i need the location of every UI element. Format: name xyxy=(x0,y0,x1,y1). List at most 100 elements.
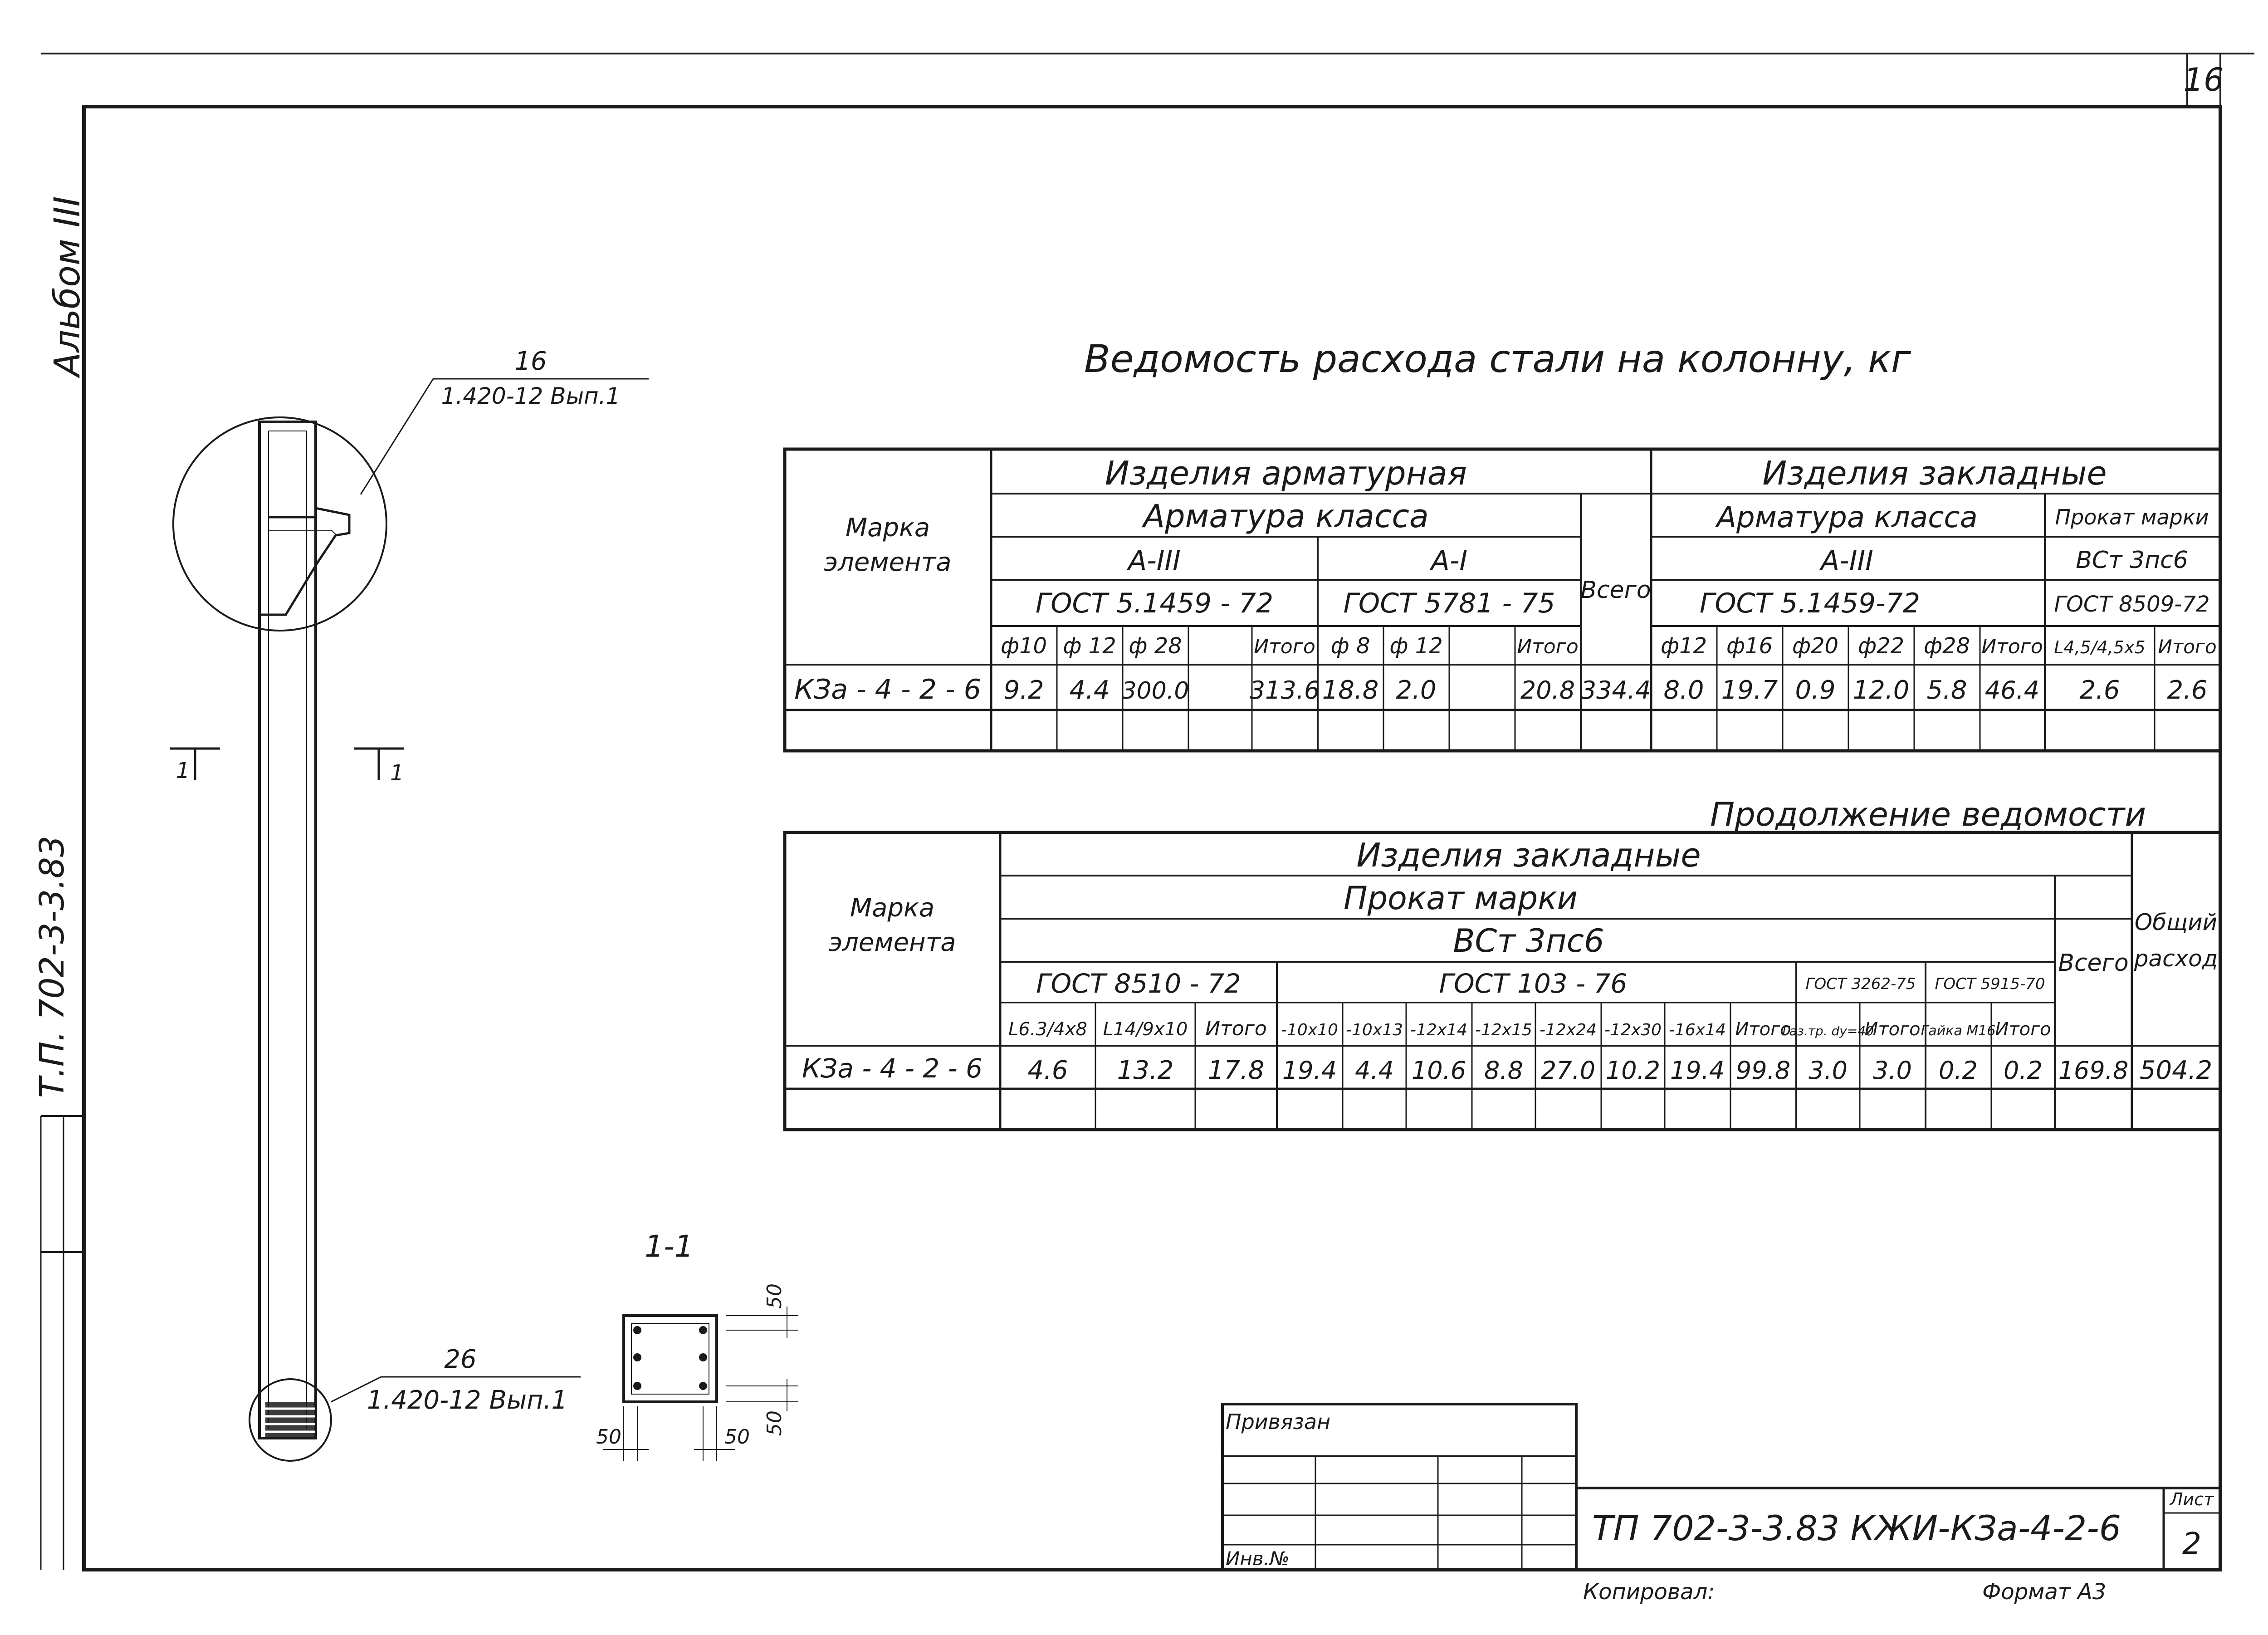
t2-h-itogo-103: Итого xyxy=(1735,1019,1791,1040)
callout-top-reference: 1.420-12 Вып.1 xyxy=(441,383,621,409)
t1-class-a3b: А-III xyxy=(1819,545,1873,577)
t2-h-12x24: -12x24 xyxy=(1540,1021,1597,1039)
t2-v-total: 169.8 xyxy=(2058,1056,2129,1085)
t1-v-itogo-a3: 313.6 xyxy=(1250,676,1320,705)
t1-h-phi28: ф 28 xyxy=(1129,633,1182,659)
t2-mark-header-2: элемента xyxy=(828,928,956,957)
t2-v-12x24: 27.0 xyxy=(1541,1056,1595,1085)
t1-v-total: 334.4 xyxy=(1581,676,1651,705)
t1-v-phi8: 18.8 xyxy=(1322,676,1379,705)
t2-h-12x15: -12x15 xyxy=(1475,1021,1532,1039)
t1-v-itogo-a3b: 46.4 xyxy=(1985,676,2039,705)
t2-general-2: расход xyxy=(2134,945,2218,972)
t1-h-phi28b: ф28 xyxy=(1924,633,1970,659)
continuation-title: Продолжение ведомости xyxy=(1710,795,2146,833)
stamp-bound-label: Привязан xyxy=(1226,1410,1330,1434)
t2-v-angle-63: 4.6 xyxy=(1027,1056,1068,1085)
t2-v-12x14: 10.6 xyxy=(1412,1056,1466,1085)
t1-h-itogo-a1: Итого xyxy=(1517,635,1579,658)
t2-v-10x13: 4.4 xyxy=(1355,1056,1394,1085)
t2-v-pipe: 3.0 xyxy=(1809,1056,1848,1085)
t1-group-armature-sub: Арматура класса xyxy=(1141,498,1429,535)
title-block xyxy=(1221,1403,2220,1571)
t1-v-angle: 2.6 xyxy=(2079,676,2120,705)
t1-h-phi12c: ф12 xyxy=(1661,633,1707,659)
left-margin-strip xyxy=(40,1115,84,1570)
t1-v-phi28b: 5.8 xyxy=(1926,676,1967,705)
stamp-copied-label: Копировал: xyxy=(1583,1579,1715,1605)
t1-class-a1: А-I xyxy=(1429,545,1467,577)
t1-gost-a3b: ГОСТ 5.1459-72 xyxy=(1700,587,1920,619)
t2-v-itogo-8510: 17.8 xyxy=(1208,1056,1265,1085)
section-mark-left: 1 xyxy=(176,758,190,783)
section-mark-right: 1 xyxy=(390,760,404,786)
t1-h-phi20: ф20 xyxy=(1792,633,1838,659)
album-label: Альбом III xyxy=(47,196,88,379)
t2-h-nut: Гайка М16 xyxy=(1921,1023,1996,1039)
dim-50-right: 50 xyxy=(724,1425,750,1449)
t1-prokat-marki: Прокат марки xyxy=(2055,505,2209,529)
t2-h-12x30: -12x30 xyxy=(1604,1021,1662,1039)
stamp-sheet-value: 2 xyxy=(2182,1526,2201,1561)
t2-total-header: Всего xyxy=(2058,950,2128,977)
t2-row-mark: КЗа - 4 - 2 - 6 xyxy=(802,1053,982,1084)
t1-group-armature: Изделия арматурная xyxy=(1105,454,1467,492)
t1-steel: ВСт 3пс6 xyxy=(2076,547,2188,574)
t1-v-phi12c: 8.0 xyxy=(1663,676,1704,705)
stamp-format-label: Формат А3 xyxy=(1982,1579,2106,1605)
t1-mark-header-1: Марка xyxy=(846,513,930,543)
dim-50-top: 50 xyxy=(763,1283,786,1309)
stamp-document-code: ТП 702-3-3.83 КЖИ-КЗа-4-2-6 xyxy=(1592,1508,2121,1548)
bottom-detail-circle xyxy=(249,1378,332,1462)
callout-top-number: 16 xyxy=(514,347,547,376)
t1-total-header: Всего xyxy=(1580,577,1651,604)
t2-v-16x14: 19.4 xyxy=(1670,1056,1725,1085)
t2-h-angle-63: L6.3/4x8 xyxy=(1008,1019,1087,1040)
t2-v-itogo-3262: 3.0 xyxy=(1873,1056,1912,1085)
t1-class-a3: А-III xyxy=(1126,545,1181,577)
t2-general-1: Общий xyxy=(2135,909,2217,935)
t1-v-itogo-prokat: 2.6 xyxy=(2167,676,2207,705)
steel-table-1 xyxy=(783,447,2222,753)
t2-v-angle-14: 13.2 xyxy=(1117,1056,1174,1085)
t1-gost-8509: ГОСТ 8509-72 xyxy=(2054,592,2209,617)
t2-h-10x13: -10x13 xyxy=(1346,1021,1403,1039)
t2-h-itogo-5915: Итого xyxy=(1995,1019,2051,1040)
t1-v-phi12b: 2.0 xyxy=(1396,676,1436,705)
t1-group-embedded: Изделия закладные xyxy=(1762,454,2107,492)
t2-v-nut: 0.2 xyxy=(1939,1056,1978,1085)
t1-h-phi12: ф 12 xyxy=(1063,633,1116,659)
t1-v-phi22: 12.0 xyxy=(1853,676,1910,705)
t2-v-general: 504.2 xyxy=(2140,1056,2212,1085)
t2-h-16x14: -16x14 xyxy=(1669,1021,1726,1039)
t2-gost-3262: ГОСТ 3262-75 xyxy=(1805,975,1916,993)
section-title: 1-1 xyxy=(645,1229,694,1264)
t1-v-phi16: 19.7 xyxy=(1721,676,1778,705)
t1-h-phi22: ф22 xyxy=(1858,633,1904,659)
t2-v-10x10: 19.4 xyxy=(1282,1056,1337,1085)
t1-h-phi16: ф16 xyxy=(1726,633,1773,659)
t2-steel: ВСт 3пс6 xyxy=(1453,922,1604,959)
dim-50-bottom: 50 xyxy=(763,1410,786,1436)
t2-v-12x30: 10.2 xyxy=(1606,1056,1660,1085)
t1-row-mark: КЗа - 4 - 2 - 6 xyxy=(794,674,981,705)
t1-mark-header-2: элемента xyxy=(824,548,951,577)
t1-group-embedded-sub: Арматура класса xyxy=(1715,501,1978,534)
t2-prokat: Прокат марки xyxy=(1344,880,1578,917)
stamp-sheet-label: Лист xyxy=(2169,1489,2214,1509)
t1-h-phi10: ф10 xyxy=(1001,633,1047,659)
t2-h-itogo-3262: Итого xyxy=(1864,1019,1920,1040)
t1-h-phi8: ф 8 xyxy=(1331,633,1370,659)
t1-v-phi20: 0.9 xyxy=(1795,676,1835,705)
t2-gost-8510: ГОСТ 8510 - 72 xyxy=(1036,968,1241,999)
t1-gost-a3: ГОСТ 5.1459 - 72 xyxy=(1036,587,1273,619)
t1-h-itogo-prokat: Итого xyxy=(2158,636,2216,658)
t2-h-itogo-8510: Итого xyxy=(1205,1017,1267,1040)
t2-h-10x10: -10x10 xyxy=(1281,1021,1338,1039)
column-elevation xyxy=(170,378,649,1462)
t2-h-angle-14: L14/9x10 xyxy=(1103,1019,1188,1040)
t1-h-itogo-a3b: Итого xyxy=(1981,635,2043,658)
top-detail-circle xyxy=(172,416,387,631)
t2-h-12x14: -12x14 xyxy=(1410,1021,1467,1039)
